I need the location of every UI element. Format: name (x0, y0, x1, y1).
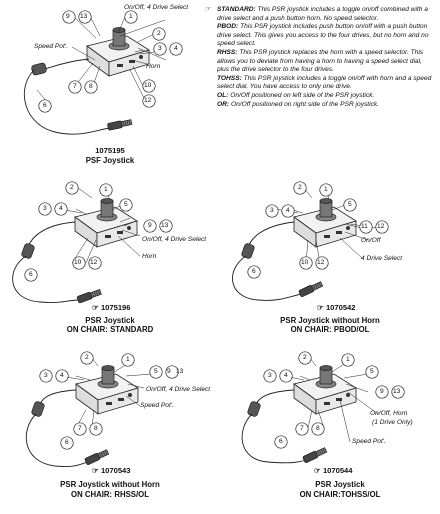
callout-8: 8 (316, 425, 320, 432)
label-speed-pot-1: Speed Pot'. (34, 43, 68, 50)
caption-psr-without-horn-4: PSR Joystick without Horn (60, 480, 160, 489)
callout-3: 3 (270, 207, 274, 214)
callout-5: 5 (370, 368, 374, 375)
callout-10: 10 (144, 82, 152, 89)
callout-8: 8 (94, 425, 98, 432)
callout-2: 2 (298, 184, 302, 191)
callout-11: 11 (361, 223, 368, 230)
legend-notes: ☞ STANDARD: This PSR joystick includes a… (205, 6, 435, 109)
callout-8: 8 (89, 83, 93, 90)
caption-psr-without-horn: PSR Joystick without Horn (280, 316, 380, 325)
callout-6: 6 (252, 268, 256, 275)
psf-joystick-drawing (24, 10, 183, 135)
callout-3: 3 (158, 45, 162, 52)
callout-12: 12 (317, 259, 325, 266)
callout-10: 10 (74, 259, 82, 266)
label-onoff-drive-2: On/Off, 4 Drive Select (142, 236, 207, 243)
callout-6: 6 (43, 102, 47, 109)
callout-2: 2 (85, 354, 89, 361)
callout-5: 5 (348, 201, 352, 208)
callout-13: 13 (161, 222, 169, 229)
label-speed-pot-4: Speed Pot'. (140, 402, 174, 409)
callout-9: 9 (380, 388, 384, 395)
callout-7: 7 (300, 425, 304, 432)
caption-on-chair-tohss: ON CHAIR:TOHSS/OL (299, 490, 381, 499)
note-tohss: TOHSS: This PSR joystick includes a togg… (217, 74, 432, 91)
caption-psr-joystick-5: PSR Joystick (315, 480, 365, 489)
callout-10: 10 (301, 259, 309, 266)
callout-1: 1 (126, 356, 130, 363)
label-speed-pot-5: Speed Pot'. (352, 438, 386, 445)
callout-13: 13 (393, 388, 401, 395)
callout-4: 4 (174, 45, 178, 52)
caption-psr-joystick: PSR Joystick (85, 316, 135, 325)
callout-4: 4 (59, 205, 63, 212)
part-number-1070542: ☞ 1070542 (317, 303, 356, 312)
psr-rhss-drawing (25, 351, 179, 467)
note-rhss: RHSS: This PSR joystick replaces the hor… (217, 48, 424, 74)
note-ol: OL: On/Off positioned on left side of th… (217, 91, 375, 99)
callout-12: 12 (90, 259, 98, 266)
label-onoff-3: On/Off (361, 237, 381, 244)
callout-3: 3 (44, 372, 48, 379)
label-onoff-drive-1: On/Off, 4 Drive Select (124, 4, 189, 11)
callout-5: 5 (124, 201, 128, 208)
pointing-hand-icon: ☞ (314, 466, 321, 475)
part-number-1075195: 1075195 (95, 146, 125, 155)
callout-2: 2 (157, 30, 161, 37)
psr-pbod-drawing (232, 181, 389, 301)
part-number-1070543: ☞ 1070543 (92, 466, 131, 475)
caption-on-chair-standard: ON CHAIR: STANDARD (66, 325, 154, 334)
caption-on-chair-rhss: ON CHAIR: RHSS/OL (71, 490, 149, 499)
callout-7: 7 (73, 83, 77, 90)
callout-4: 4 (284, 372, 288, 379)
pointing-hand-icon: ☞ (92, 466, 99, 475)
caption-on-chair-pbod: ON CHAIR: PBOD/OL (290, 325, 370, 334)
callout-7: 7 (78, 425, 82, 432)
callout-6: 6 (29, 271, 33, 278)
callout-4: 4 (286, 207, 290, 214)
callout-5: 5 (154, 368, 158, 375)
note-standard: ☞ STANDARD: This PSR joystick includes a… (205, 6, 428, 22)
callout-1: 1 (104, 186, 108, 193)
callout-4: 4 (60, 372, 64, 379)
callout-6: 6 (65, 439, 69, 446)
label-horn-2: Horn (142, 253, 157, 260)
callout-2: 2 (70, 184, 74, 191)
callout-9: 9 (167, 368, 171, 375)
callout-1: 1 (129, 13, 133, 20)
caption-psf-joystick: PSF Joystick (85, 156, 135, 165)
pointing-hand-icon: ☞ (317, 303, 324, 312)
label-drive-select-3: 4 Drive Select (361, 255, 403, 262)
psr-standard-drawing (12, 181, 173, 304)
note-or: OR: On/Off positioned on right side of t… (217, 100, 380, 108)
callout-1: 1 (346, 356, 350, 363)
pointing-hand-icon: ☞ (92, 303, 99, 312)
callout-6: 6 (279, 438, 283, 445)
pointing-hand-icon: ☞ (205, 6, 212, 13)
callout-12: 12 (144, 97, 152, 104)
callout-12: 12 (377, 223, 385, 230)
label-one-drive-5: (1 Drive Only) (372, 419, 413, 426)
callout-9: 9 (66, 13, 70, 20)
note-pbod: PBOD: This PSR joystick includes push bu… (217, 23, 429, 48)
callout-9: 9 (148, 222, 152, 229)
callout-13: 13 (176, 368, 184, 375)
callout-1: 1 (324, 186, 328, 193)
psr-tohss-drawing (241, 351, 405, 464)
callout-3: 3 (43, 205, 47, 212)
part-number-1075196: ☞ 1075196 (92, 303, 131, 312)
label-horn-1: Horn (146, 63, 161, 70)
callout-2: 2 (303, 354, 307, 361)
callout-13: 13 (80, 13, 88, 20)
part-number-1070544: ☞ 1070544 (314, 466, 353, 475)
label-onoff-drive-4: On/Off, 4 Drive Select (146, 386, 211, 393)
label-onoff-horn-5: On/Off, Horn (370, 410, 408, 417)
callout-3: 3 (268, 372, 272, 379)
